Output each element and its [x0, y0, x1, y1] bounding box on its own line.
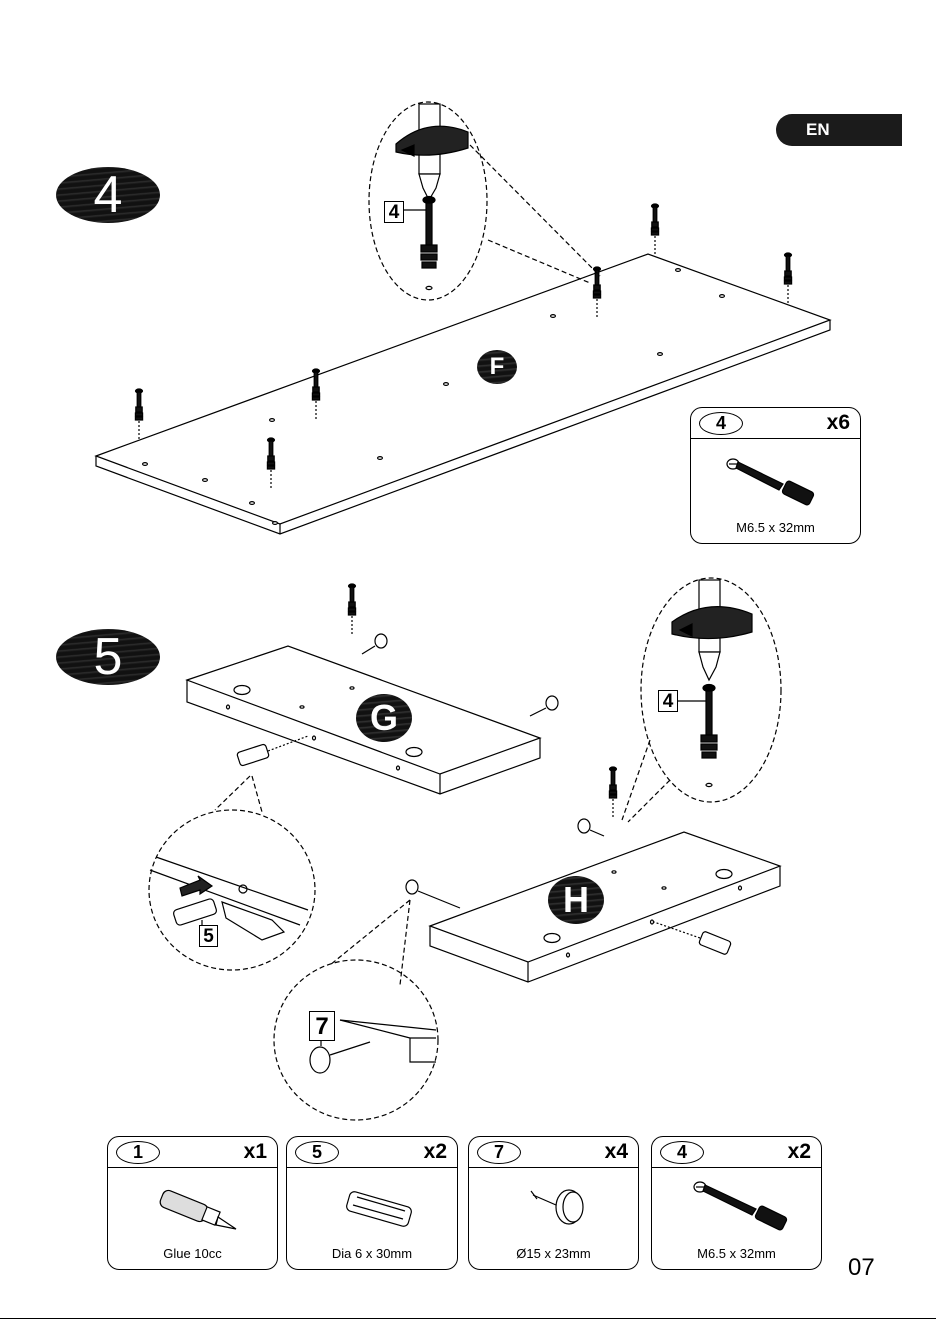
callout-number: 5	[203, 926, 214, 947]
nail-glide-icon	[469, 1167, 640, 1247]
hardware-card-cam-bolt: 4 x2 M6.5 x 32mm	[651, 1136, 822, 1270]
panel-h	[430, 832, 780, 982]
hardware-id: 5	[295, 1141, 339, 1164]
part-g-label: G	[356, 694, 412, 742]
hardware-card-header: 4 x2	[652, 1137, 821, 1168]
glue-bottle-icon	[108, 1167, 279, 1247]
hardware-card-header: 5 x2	[287, 1137, 457, 1168]
callout-number: 4	[663, 691, 674, 712]
page-number: 07	[848, 1254, 875, 1282]
dowel-zoom-callout	[149, 776, 315, 970]
hardware-card-nail-glide: 7 x4 Ø15 x 23mm	[468, 1136, 639, 1270]
callout-number: 7	[315, 1013, 328, 1040]
dowel-g	[237, 736, 308, 766]
hardware-id: 4	[699, 412, 743, 435]
cam-bolt-icon	[652, 1167, 823, 1247]
footer-rule	[0, 1318, 936, 1319]
hardware-spec: M6.5 x 32mm	[652, 1246, 821, 1261]
nail-glide-zoom-callout	[274, 900, 438, 1120]
step5-cam-bolt-h	[609, 767, 616, 819]
hardware-card-header: 7 x4	[469, 1137, 638, 1168]
wooden-dowel-icon	[287, 1167, 459, 1247]
hardware-card-glue: 1 x1 Glue 10cc	[107, 1136, 278, 1270]
cam-bolt-icon	[691, 438, 862, 518]
callout-number: 4	[389, 202, 400, 223]
hardware-qty: x6	[827, 411, 850, 435]
hardware-qty: x2	[424, 1140, 447, 1164]
callout-number-box: 4	[384, 201, 404, 223]
part-letter: G	[370, 697, 398, 739]
hardware-spec: Ø15 x 23mm	[469, 1246, 638, 1261]
step5-cam-bolt-g	[348, 584, 355, 636]
hardware-card-dowel: 5 x2 Dia 6 x 30mm	[286, 1136, 458, 1270]
callout-number-box: 7	[309, 1011, 335, 1041]
hardware-spec: Glue 10cc	[108, 1246, 277, 1261]
hardware-card-header: 1 x1	[108, 1137, 277, 1168]
hardware-id: 4	[660, 1141, 704, 1164]
part-h-label: H	[548, 876, 604, 924]
hardware-spec: Dia 6 x 30mm	[287, 1246, 457, 1261]
part-letter: F	[490, 353, 505, 381]
hardware-qty: x2	[788, 1140, 811, 1164]
callout-number-box: 4	[658, 690, 678, 712]
hardware-card-header: 4 x6	[691, 408, 860, 439]
hardware-qty: x4	[605, 1140, 628, 1164]
hardware-spec: M6.5 x 32mm	[691, 520, 860, 535]
hardware-qty: x1	[244, 1140, 267, 1164]
hardware-id: 7	[477, 1141, 521, 1164]
dowel-h	[654, 922, 732, 955]
step5-zoom-callout	[622, 578, 781, 822]
step4-hardware-card: 4 x6 M6.5 x 32mm	[690, 407, 861, 544]
hardware-id: 1	[116, 1141, 160, 1164]
part-letter: H	[563, 879, 589, 921]
callout-number-box: 5	[199, 925, 218, 947]
part-f-label: F	[477, 350, 517, 384]
